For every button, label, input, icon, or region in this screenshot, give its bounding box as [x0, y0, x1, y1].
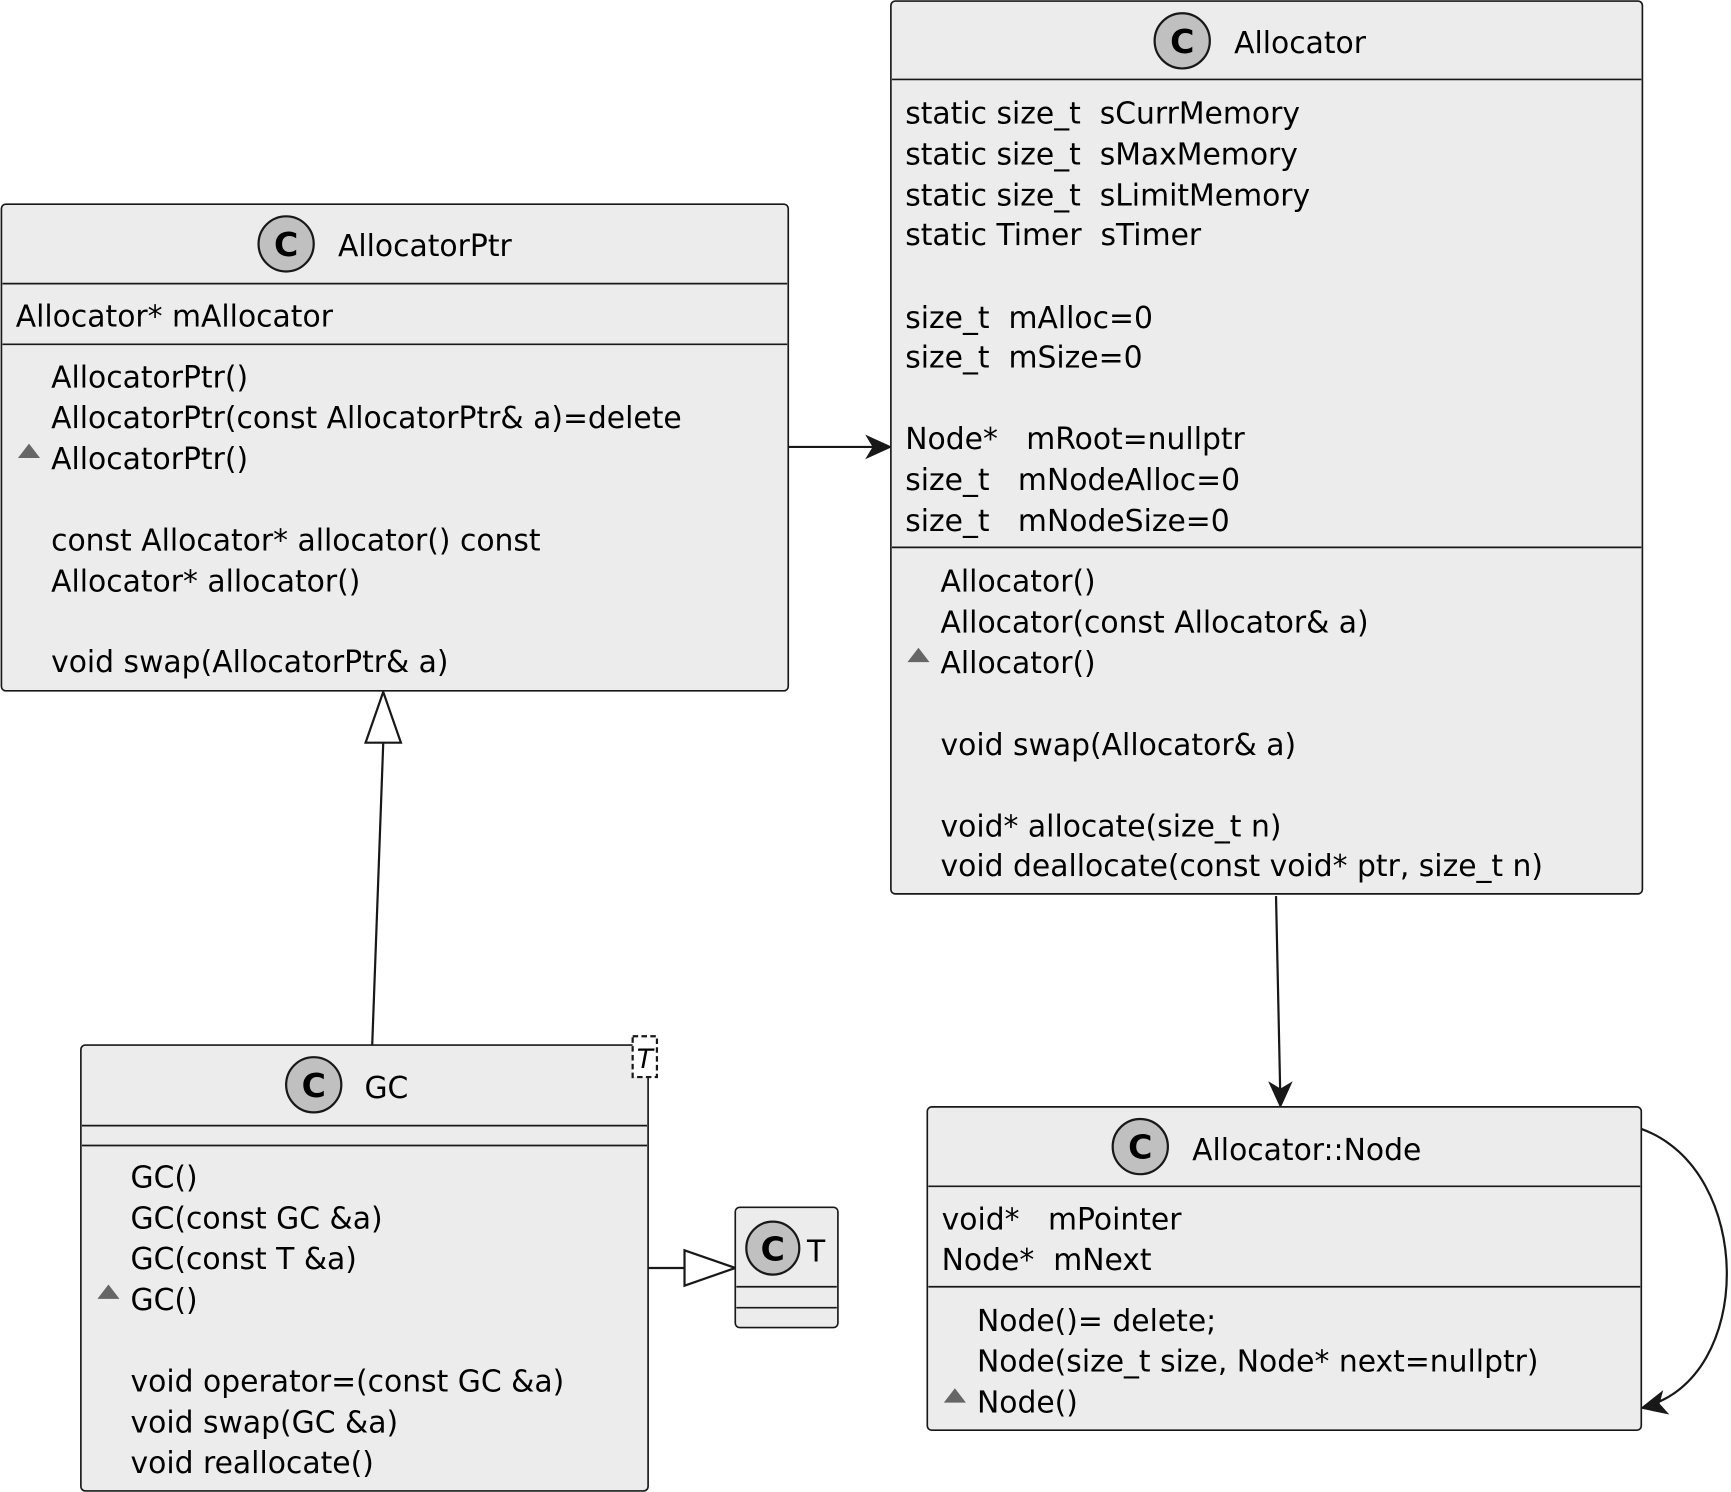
- field: Node* mRoot=nullptr: [905, 422, 1245, 457]
- method: Node(): [977, 1386, 1078, 1421]
- method: AllocatorPtr(const AllocatorPtr& a)=dele…: [51, 401, 682, 436]
- field: static size_t sCurrMemory: [905, 97, 1300, 132]
- edge-gc-allocatorptr-inheritance: [364, 688, 403, 1046]
- class-t[interactable]: C T: [734, 1206, 839, 1329]
- method: AllocatorPtr(): [51, 360, 248, 395]
- template-parameter: T: [637, 1044, 655, 1075]
- method: Allocator* allocator(): [51, 565, 360, 600]
- method: void swap(GC &a): [131, 1405, 399, 1440]
- method: AllocatorPtr(): [51, 442, 248, 477]
- class-allocator[interactable]: C Allocator static size_t sCurrMemory st…: [890, 0, 1644, 895]
- svg-text:C: C: [761, 1229, 785, 1268]
- svg-text:C: C: [1128, 1128, 1152, 1167]
- field: Allocator* mAllocator: [16, 300, 334, 335]
- class-name: AllocatorPtr: [338, 229, 513, 264]
- method: GC(): [131, 1283, 198, 1318]
- template-parameter-box: [631, 1035, 659, 1079]
- method: GC(const GC &a): [131, 1201, 383, 1236]
- method: Node()= delete;: [977, 1304, 1216, 1339]
- method: Allocator(): [941, 646, 1096, 681]
- method: void swap(Allocator& a): [941, 728, 1297, 763]
- method: GC(const T &a): [131, 1242, 357, 1277]
- package-private-triangle-icon: [943, 1388, 966, 1403]
- class-icon: [1111, 1117, 1169, 1176]
- package-private-triangle-icon: [907, 647, 930, 663]
- method: Allocator(): [941, 565, 1096, 600]
- package-private-triangle-icon: [97, 1284, 120, 1299]
- svg-text:C: C: [302, 1066, 326, 1105]
- class-name: Allocator: [1234, 26, 1367, 61]
- class-allocator-node[interactable]: C Allocator::Node void* mPointer Node* m…: [926, 1106, 1643, 1432]
- field: size_t mNodeSize=0: [905, 504, 1229, 539]
- edge-allocatorptr-allocator: [788, 434, 893, 460]
- method: Allocator(const Allocator& a): [941, 605, 1369, 640]
- class-allocatorptr[interactable]: C AllocatorPtr Allocator* mAllocator All…: [0, 203, 790, 692]
- method: const Allocator* allocator() const: [51, 524, 541, 559]
- class-name: T: [806, 1234, 826, 1269]
- method: void swap(AllocatorPtr& a): [51, 645, 448, 680]
- method: Node(size_t size, Node* next=nullptr): [977, 1345, 1539, 1380]
- package-private-triangle-icon: [17, 443, 41, 458]
- field: size_t mSize=0: [905, 340, 1142, 375]
- class-icon: [257, 215, 315, 273]
- svg-text:C: C: [274, 225, 298, 264]
- field: static Timer sTimer: [905, 218, 1202, 253]
- svg-text:C: C: [1170, 22, 1194, 61]
- field: static size_t sLimitMemory: [905, 178, 1310, 213]
- class-name: GC: [364, 1071, 408, 1106]
- class-icon: [285, 1056, 343, 1114]
- field: size_t mNodeAlloc=0: [905, 463, 1240, 498]
- field: Node* mNext: [942, 1243, 1152, 1278]
- field: void* mPointer: [942, 1202, 1183, 1237]
- class-gc[interactable]: C GC T GC() GC(const GC &a) GC(const T &…: [80, 1035, 659, 1492]
- edge-node-self: [1640, 1127, 1728, 1415]
- class-icon: [1153, 12, 1211, 70]
- field: size_t mAlloc=0: [905, 301, 1153, 336]
- method: void operator=(const GC &a): [131, 1365, 565, 1400]
- method: void* allocate(size_t n): [941, 809, 1282, 844]
- method: GC(): [131, 1160, 198, 1195]
- class-name: Allocator::Node: [1192, 1133, 1421, 1168]
- method: void deallocate(const void* ptr, size_t …: [941, 849, 1544, 884]
- edge-allocator-node: [1268, 896, 1293, 1109]
- method: void reallocate(): [131, 1446, 374, 1481]
- class-icon: [745, 1220, 801, 1276]
- edge-gc-t-inheritance: [648, 1248, 739, 1288]
- field: static size_t sMaxMemory: [905, 137, 1298, 172]
